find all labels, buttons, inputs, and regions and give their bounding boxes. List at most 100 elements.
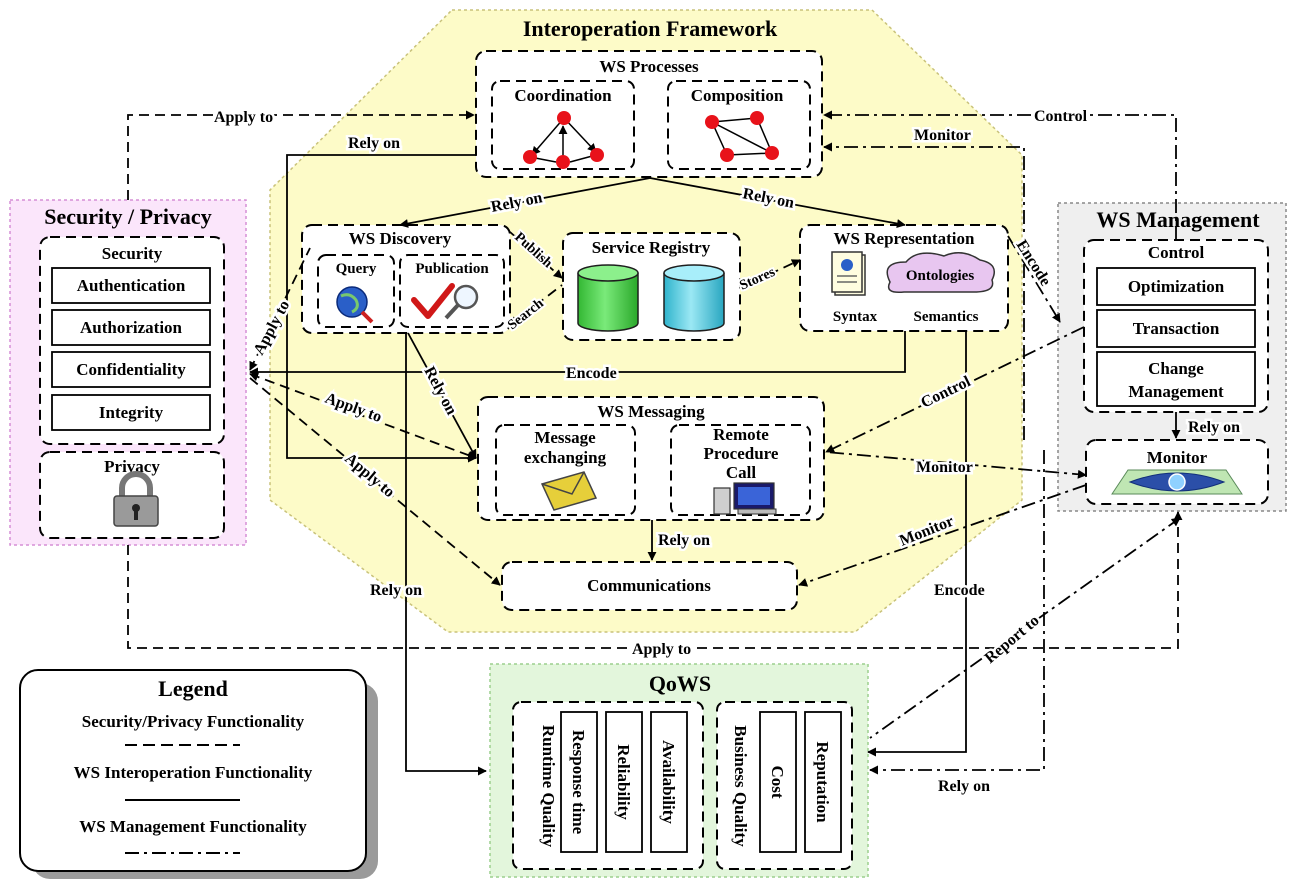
response-time-label: Response time <box>569 730 588 835</box>
envelope-icon <box>540 471 598 511</box>
label-monitor-messaging: Monitor <box>916 459 973 476</box>
integrity-label: Integrity <box>99 403 164 422</box>
apply-to-management-edge <box>127 511 1183 649</box>
ws-discovery-title: WS Discovery <box>349 229 452 248</box>
rpc-label-2: Procedure <box>704 444 779 463</box>
authorization-box <box>51 309 211 346</box>
ws-representation-title: WS Representation <box>834 229 975 248</box>
ws-management-title: WS Management <box>1096 207 1260 232</box>
stores-edge <box>739 259 801 289</box>
green-database-icon <box>577 264 639 332</box>
checkmark-magnifier-icon <box>411 283 479 320</box>
eye-monitor-icon <box>1111 469 1243 495</box>
legend-title: Legend <box>158 676 228 701</box>
rely-on-processes-to-messaging-edge <box>286 154 477 463</box>
rely-on-qows-edge <box>405 333 487 776</box>
syntax-document-icon <box>831 251 866 296</box>
coordination-graph-icon <box>523 111 604 169</box>
integrity-box <box>51 394 211 431</box>
encode-qows-edge <box>867 331 967 757</box>
confidentiality-label: Confidentiality <box>76 360 186 379</box>
semantics-label: Semantics <box>914 309 979 325</box>
report-to-edge <box>869 517 1181 739</box>
apply-to-discovery-edge <box>249 247 311 371</box>
monitor-processes-edge <box>823 142 1025 440</box>
rpc-label-3: Call <box>726 463 757 482</box>
confidentiality-box <box>51 351 211 388</box>
transaction-box <box>1096 309 1256 348</box>
control-title: Control <box>1148 243 1205 262</box>
padlock-icon <box>113 471 159 527</box>
encode-edge <box>1007 235 1061 323</box>
query-title: Query <box>336 261 377 277</box>
security-privacy-title: Security / Privacy <box>44 204 211 229</box>
availability-box <box>650 711 688 853</box>
apply-to-processes-edge <box>127 110 475 200</box>
label-rely-on-communications: Rely on <box>658 532 710 549</box>
ws-processes-title: WS Processes <box>599 57 699 76</box>
management-connectors <box>798 110 1181 775</box>
rely-on-publication-messaging-edge <box>407 332 477 459</box>
ws-messaging-title: WS Messaging <box>597 402 705 421</box>
change-management-box <box>1096 351 1256 407</box>
optimization-box <box>1096 267 1256 306</box>
reputation-box <box>804 711 842 853</box>
remote-procedure-call-box <box>670 424 811 516</box>
composition-graph-icon <box>705 111 779 162</box>
publish-edge <box>509 231 563 279</box>
reliability-label: Reliability <box>614 744 633 820</box>
coordination-box <box>491 80 635 170</box>
label-rely-on-left: Rely on <box>370 582 422 599</box>
rpc-label-1: Remote <box>713 425 769 444</box>
label-report-to: Report to <box>982 612 1043 667</box>
ontologies-label: Ontologies <box>906 268 974 284</box>
publication-title: Publication <box>415 261 489 277</box>
service-registry-title: Service Registry <box>592 238 711 257</box>
coordination-title: Coordination <box>514 86 612 105</box>
label-encode-right: Encode <box>934 582 985 599</box>
legend-security-label: Security/Privacy Functionality <box>82 712 305 731</box>
cyan-database-icon <box>663 264 725 332</box>
response-time-box <box>560 711 598 853</box>
security-connectors <box>127 110 1183 649</box>
ontologies-cloud-icon <box>886 252 995 294</box>
legend-interoperation-label: WS Interoperation Functionality <box>74 763 313 782</box>
business-quality-label: Business Quality <box>731 725 750 847</box>
control-processes-edge <box>823 110 1177 240</box>
apply-to-communications-edge <box>249 377 501 586</box>
privacy-box <box>39 451 225 539</box>
change-label: Change <box>1148 359 1204 378</box>
availability-label: Availability <box>659 740 678 824</box>
monitor-messaging-edge <box>825 451 1087 479</box>
interoperation-connectors <box>249 154 1181 776</box>
legend-box <box>19 669 367 872</box>
publication-box <box>399 254 505 328</box>
computer-icon <box>713 482 777 515</box>
management-label: Management <box>1128 382 1224 401</box>
rely-on-qows-management-edge <box>869 450 1045 775</box>
label-encode-horizontal: Encode <box>566 365 617 382</box>
message-exchanging-box <box>495 424 636 516</box>
label-apply-to-top: Apply to <box>214 109 273 126</box>
transaction-label: Transaction <box>1133 319 1220 338</box>
reliability-box <box>605 711 643 853</box>
communications-box <box>501 561 798 611</box>
message-label-1: Message <box>534 428 596 447</box>
composition-title: Composition <box>691 86 784 105</box>
message-label-2: exchanging <box>524 448 607 467</box>
privacy-title: Privacy <box>104 457 160 476</box>
cost-label: Cost <box>768 765 787 798</box>
reputation-label: Reputation <box>813 741 832 823</box>
search-edge <box>509 284 563 326</box>
security-title: Security <box>102 244 163 263</box>
label-apply-to-bottom: Apply to <box>632 641 691 658</box>
framework-title: Interoperation Framework <box>523 16 778 41</box>
qows-title: QoWS <box>649 671 711 696</box>
authorization-label: Authorization <box>80 318 183 337</box>
encode-security-edge <box>249 331 906 377</box>
rely-on-discovery-edge <box>399 177 651 228</box>
legend-management-label: WS Management Functionality <box>79 817 307 836</box>
cost-box <box>759 711 797 853</box>
monitor-title: Monitor <box>1147 448 1208 467</box>
